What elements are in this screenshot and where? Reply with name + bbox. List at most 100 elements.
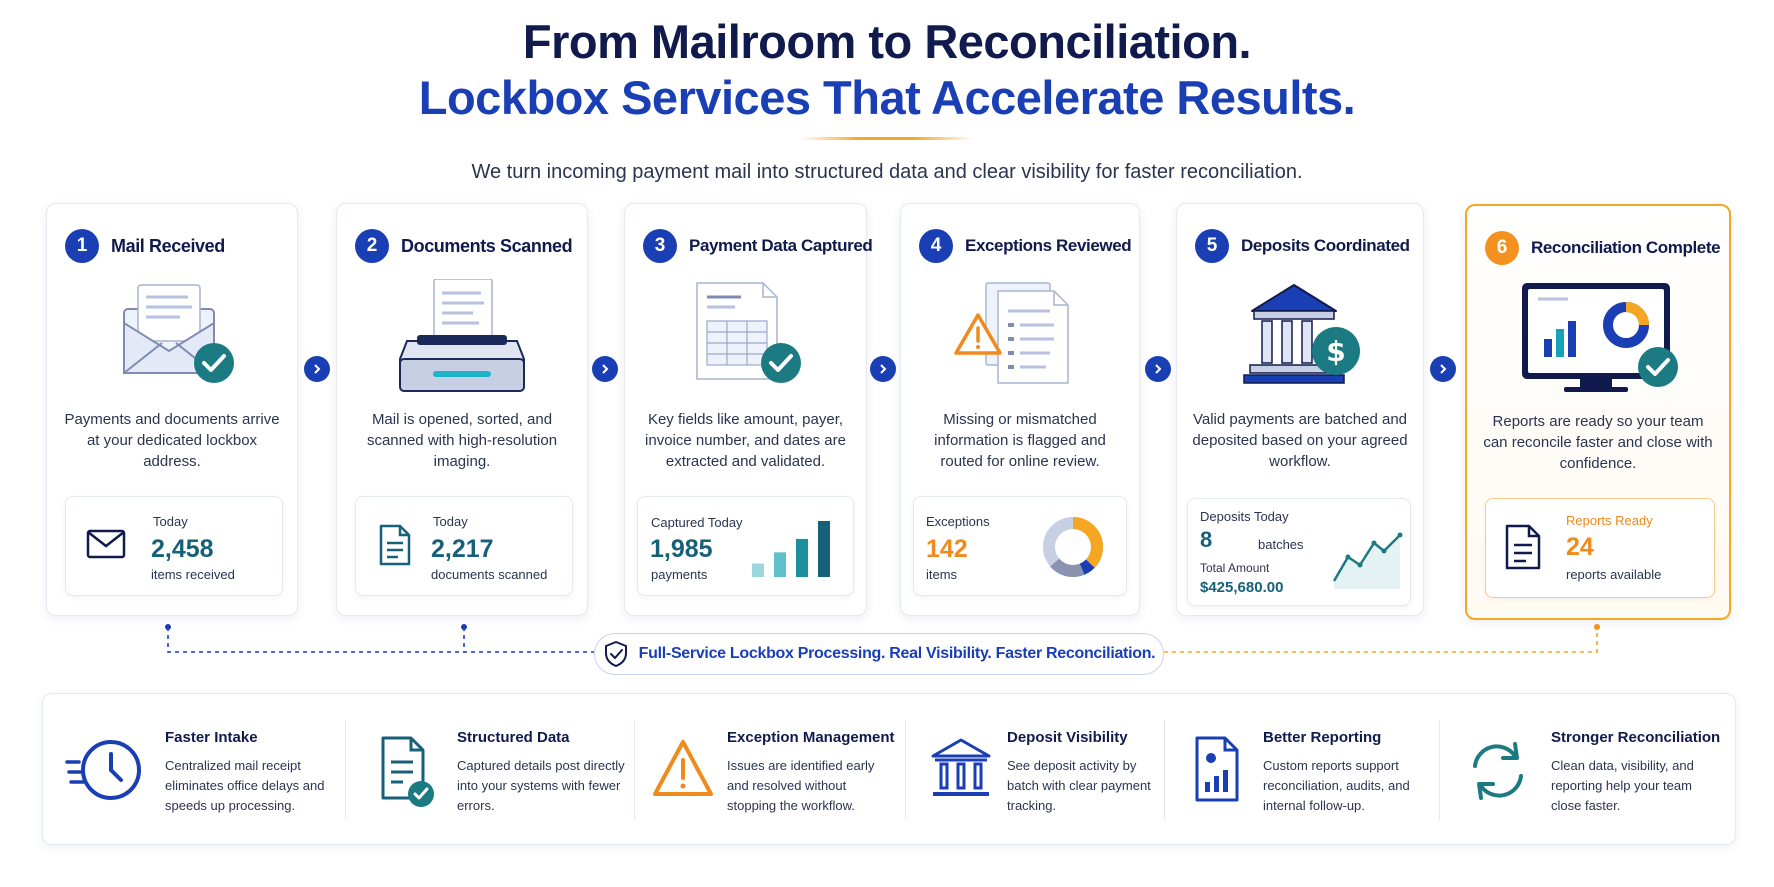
benefit-stronger-reconciliation: Stronger Reconciliation Clean data, visi… xyxy=(1461,694,1735,846)
stat-unit: items xyxy=(926,567,958,582)
stat-unit: reports available xyxy=(1566,567,1662,582)
benefit-title: Exception Management xyxy=(727,729,895,746)
stat-label: Today xyxy=(153,514,188,529)
step-number: 6 xyxy=(1485,231,1519,265)
divider xyxy=(905,720,906,820)
stat-unit: documents scanned xyxy=(431,567,548,582)
benefit-better-reporting: Better Reporting Custom reports support … xyxy=(1191,694,1439,846)
stat-unit: batches xyxy=(1258,537,1304,552)
stat-value-secondary: $425,680.00 xyxy=(1200,579,1284,596)
captured-bar xyxy=(752,563,764,577)
step-card-documents-scanned: 2 Documents Scanned Mail is opened, sort… xyxy=(336,203,588,616)
stat-value: 142 xyxy=(926,535,968,563)
stat-label-secondary: Total Amount xyxy=(1200,561,1270,575)
step-title: Documents Scanned xyxy=(401,235,573,256)
step-title: Payment Data Captured xyxy=(689,236,873,255)
envelope-check-icon xyxy=(123,284,234,383)
chevron-right-icon xyxy=(1440,364,1447,374)
divider xyxy=(1439,720,1440,820)
fast-clock-icon xyxy=(65,740,141,800)
document-check-icon xyxy=(381,736,434,807)
benefit-exception-management: Exception Management Issues are identifi… xyxy=(649,694,905,846)
benefit-description: Clean data, visibility, and reporting he… xyxy=(1551,758,1694,813)
chevron-right-icon xyxy=(314,364,321,374)
stat-panel: Exceptions 142 items xyxy=(913,496,1127,596)
stat-label: Today xyxy=(433,514,468,529)
stat-label: Reports Ready xyxy=(1566,513,1653,528)
step-description: Mail is opened, sorted, and scanned with… xyxy=(366,411,558,470)
step-number: 1 xyxy=(65,229,99,263)
step-number: 3 xyxy=(643,229,677,263)
stat-value: 2,458 xyxy=(151,535,214,563)
stat-value: 24 xyxy=(1566,533,1594,561)
step-description: Payments and documents arrive at your de… xyxy=(64,411,280,470)
mail-icon xyxy=(86,529,126,559)
benefit-description: Issues are identified early and resolved… xyxy=(727,758,875,813)
stat-unit: items received xyxy=(151,567,235,582)
scanner-icon xyxy=(399,279,525,392)
benefit-description: Centralized mail receipt eliminates offi… xyxy=(165,758,325,813)
benefit-title: Structured Data xyxy=(457,729,570,746)
captured-bar xyxy=(796,538,808,577)
next-step-arrow xyxy=(592,356,618,382)
chevron-right-icon xyxy=(1155,364,1162,374)
chevron-right-icon xyxy=(880,364,887,374)
step-description: Reports are ready so your team can recon… xyxy=(1483,413,1713,472)
captured-bar xyxy=(818,521,830,577)
data-sheet-check-icon xyxy=(695,282,801,383)
next-step-arrow xyxy=(1430,356,1456,382)
bank-dollar-icon: $ xyxy=(1243,284,1360,384)
step-description: Missing or mismatched information is fla… xyxy=(934,411,1106,470)
document-icon xyxy=(379,524,411,566)
stat-label: Deposits Today xyxy=(1200,509,1289,524)
stat-label: Captured Today xyxy=(651,515,743,530)
step-card-mail-received: 1 Mail Received Payments and documents a… xyxy=(46,203,298,616)
benefit-title: Stronger Reconciliation xyxy=(1551,729,1721,746)
monitor-report-check-icon xyxy=(1522,283,1678,392)
page-intro: We turn incoming payment mail into struc… xyxy=(471,161,1303,183)
stat-panel: Today 2,217 documents scanned xyxy=(355,496,573,596)
divider xyxy=(345,720,346,820)
stat-label: Exceptions xyxy=(926,514,990,529)
page-title: From Mailroom to Reconciliation. xyxy=(522,15,1252,68)
stat-value: 1,985 xyxy=(650,535,713,563)
step-number: 2 xyxy=(355,229,389,263)
benefit-description: See deposit activity by batch with clear… xyxy=(1007,758,1151,813)
report-icon xyxy=(1505,524,1541,570)
benefits-panel: Faster Intake Centralized mail receipt e… xyxy=(42,693,1736,845)
bank-icon xyxy=(931,738,991,796)
divider xyxy=(634,720,635,820)
donut-chart-icon xyxy=(1043,517,1103,577)
trend-line-icon xyxy=(1332,532,1403,589)
next-step-arrow xyxy=(1145,356,1171,382)
step-card-exceptions-reviewed: 4 Exceptions Reviewed Missing or mismatc… xyxy=(900,203,1140,616)
shield-check-icon xyxy=(604,641,627,667)
step-number: 4 xyxy=(919,229,953,263)
report-chart-icon xyxy=(1195,736,1239,802)
stat-unit: payments xyxy=(651,567,708,582)
divider xyxy=(1164,720,1165,820)
title-underline xyxy=(800,137,974,140)
refresh-cycle-icon xyxy=(1473,742,1523,800)
page-subtitle-headline: Lockbox Services That Accelerate Results… xyxy=(418,71,1356,124)
next-step-arrow xyxy=(870,356,896,382)
step-title: Mail Received xyxy=(111,235,225,256)
step-title: Deposits Coordinated xyxy=(1241,236,1410,255)
benefit-deposit-visibility: Deposit Visibility See deposit activity … xyxy=(929,694,1163,846)
service-banner: Full-Service Lockbox Processing. Real Vi… xyxy=(594,633,1164,675)
step-card-payment-data-captured: 3 Payment Data Captured Key fields like … xyxy=(624,203,873,616)
benefit-faster-intake: Faster Intake Centralized mail receipt e… xyxy=(65,694,345,846)
benefit-description: Custom reports support reconciliation, a… xyxy=(1263,758,1410,813)
benefit-title: Better Reporting xyxy=(1263,729,1382,746)
step-title: Exceptions Reviewed xyxy=(965,236,1132,255)
next-step-arrow xyxy=(304,356,330,382)
stat-panel: Captured Today 1,985 payments xyxy=(637,496,854,596)
benefit-structured-data: Structured Data Captured details post di… xyxy=(375,694,633,846)
step-card-reconciliation-complete: 6 Reconciliation Complete Reports are re… xyxy=(1465,204,1731,620)
banner-text: Full-Service Lockbox Processing. Real Vi… xyxy=(638,645,1156,662)
stat-value: 8 xyxy=(1200,527,1213,552)
benefit-description: Captured details post directly into your… xyxy=(457,758,625,813)
svg-text:$: $ xyxy=(1326,335,1345,368)
stat-value: 2,217 xyxy=(431,535,494,563)
